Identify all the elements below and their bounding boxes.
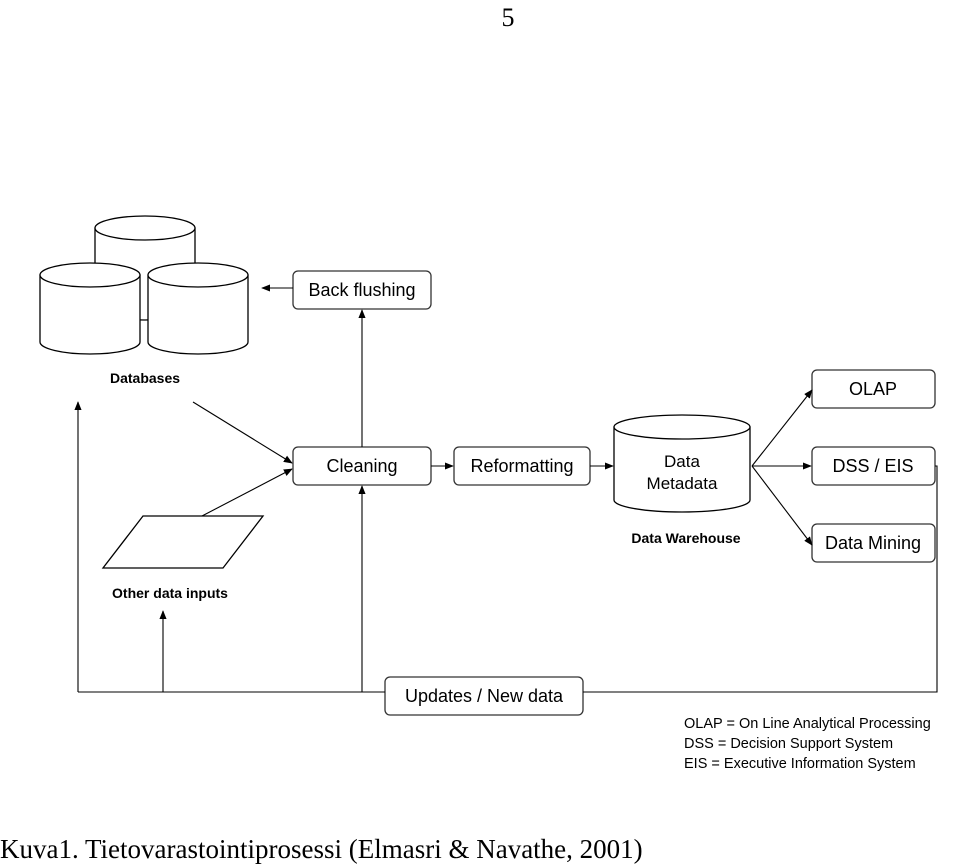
databases-icon	[39, 215, 249, 355]
legend-item: DSS = Decision Support System	[684, 736, 893, 752]
cleaning-box: Cleaning	[292, 446, 432, 486]
other-data-inputs-label: Other data inputs	[112, 585, 228, 601]
arrow-inputs-to-cleaning	[201, 468, 293, 517]
legend-item: EIS = Executive Information System	[684, 756, 916, 772]
other-data-inputs-shape	[101, 515, 265, 569]
back-flushing-label: Back flushing	[308, 280, 415, 300]
back-flushing-box: Back flushing	[292, 270, 432, 310]
olap-label: OLAP	[849, 379, 897, 399]
dss-eis-label: DSS / EIS	[832, 456, 913, 476]
reformatting-label: Reformatting	[470, 456, 573, 476]
arrow-warehouse-to-data-mining	[751, 465, 813, 546]
olap-box: OLAP	[811, 369, 936, 409]
data-mining-box: Data Mining	[811, 523, 936, 563]
figure-caption: Kuva1. Tietovarastointiprosessi (Elmasri…	[0, 834, 643, 864]
updates-box: Updates / New data	[384, 676, 584, 716]
legend-item: OLAP = On Line Analytical Processing	[684, 716, 931, 732]
reformatting-box: Reformatting	[453, 446, 591, 486]
data-warehouse-cylinder: Data Metadata	[613, 414, 751, 513]
cleaning-label: Cleaning	[326, 456, 397, 476]
legend: OLAP = On Line Analytical Processing DSS…	[684, 716, 931, 772]
line-tools-to-updates	[583, 465, 938, 693]
arrow-warehouse-to-olap	[751, 389, 813, 467]
database-cylinder-right	[147, 262, 249, 355]
updates-label: Updates / New data	[405, 686, 564, 706]
data-warehouse-text-line2: Metadata	[647, 474, 718, 493]
databases-label: Databases	[110, 370, 180, 386]
database-cylinder-left	[39, 262, 141, 355]
page-number: 5	[502, 3, 515, 32]
dss-eis-box: DSS / EIS	[811, 446, 936, 486]
data-warehouse-text-line1: Data	[664, 452, 700, 471]
data-warehouse-label: Data Warehouse	[631, 530, 740, 546]
data-mining-label: Data Mining	[825, 533, 921, 553]
arrow-databases-to-cleaning	[192, 401, 293, 464]
